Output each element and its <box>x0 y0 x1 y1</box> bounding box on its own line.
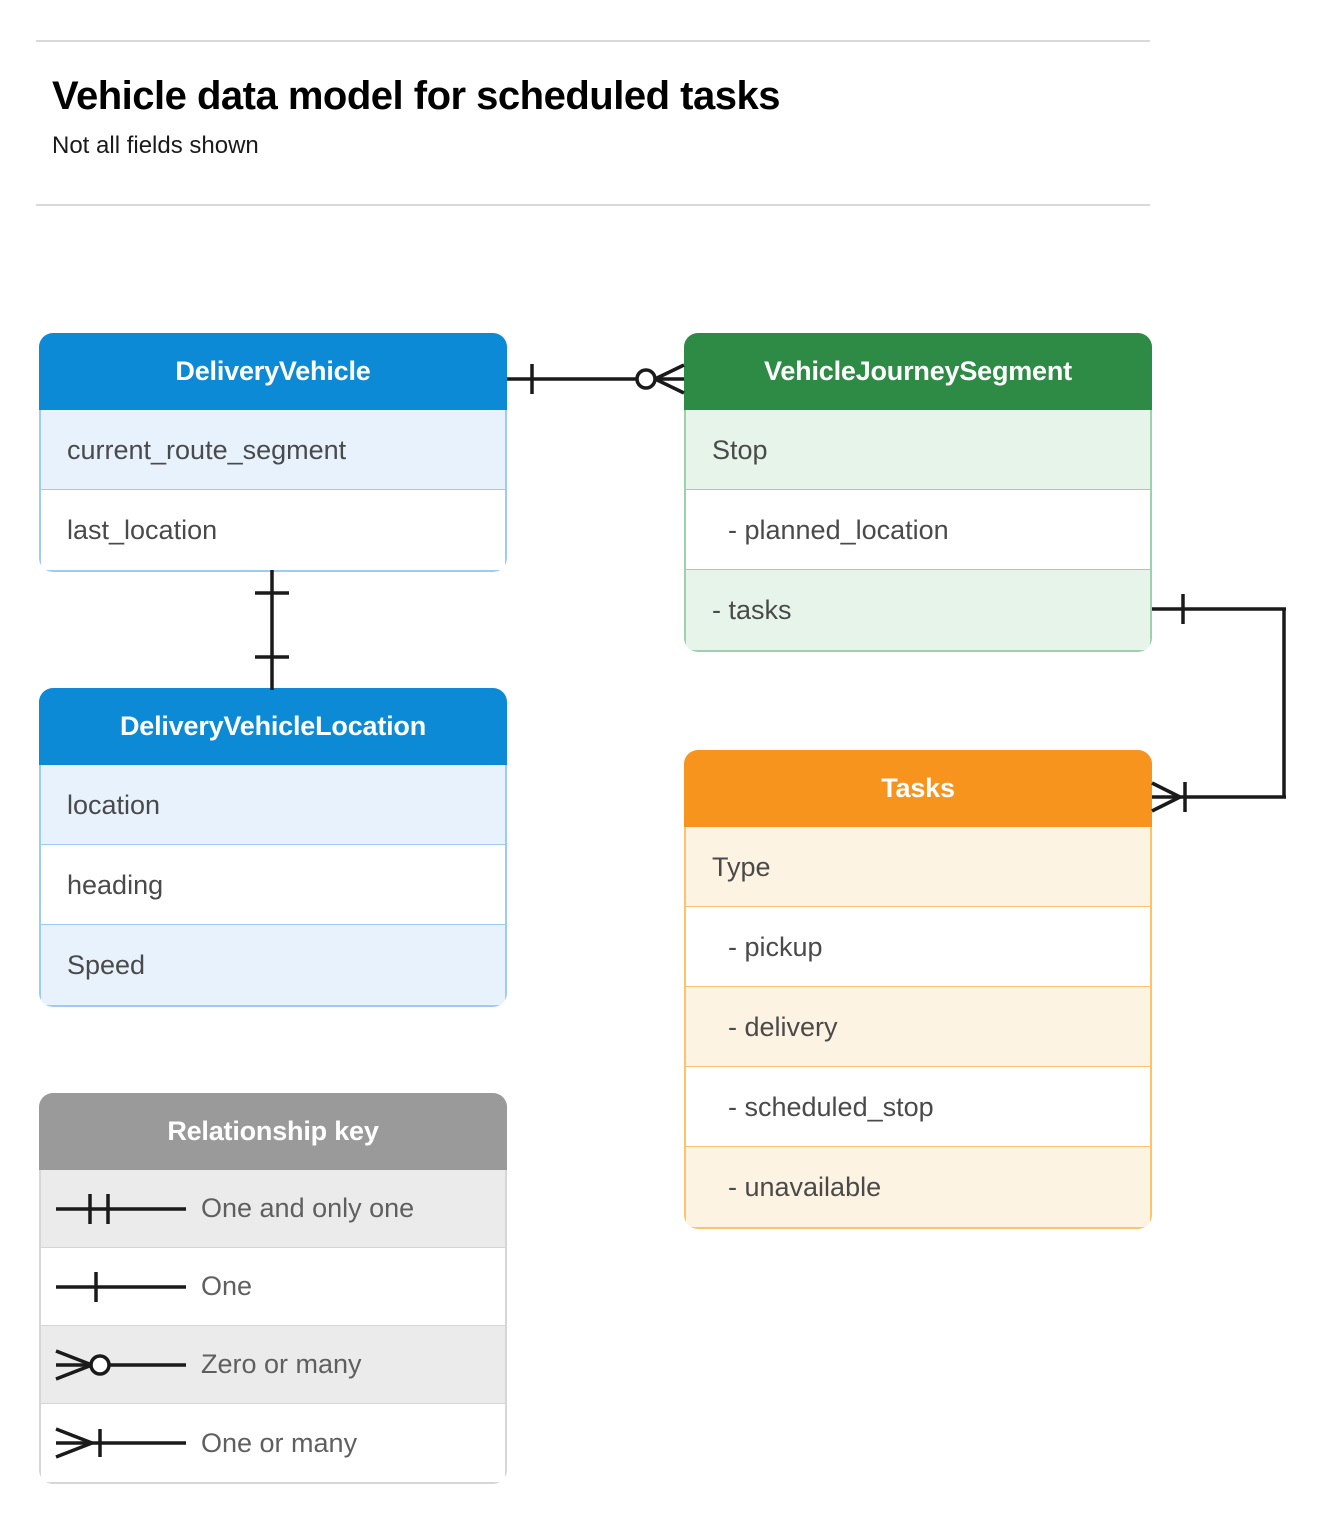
entity-tasks-title: Tasks <box>684 750 1152 827</box>
field-row: Type <box>686 827 1150 907</box>
page-subtitle: Not all fields shown <box>52 132 259 159</box>
field-row: - unavailable <box>686 1147 1150 1227</box>
legend-item: One or many <box>41 1404 505 1482</box>
field-row: - planned_location <box>686 490 1150 570</box>
entity-vehicle-journey-segment-title: VehicleJourneySegment <box>684 333 1152 410</box>
entity-tasks[interactable]: Tasks Type - pickup - delivery - schedul… <box>684 750 1152 1229</box>
legend-item-label: One <box>201 1271 253 1301</box>
field-row: - tasks <box>686 570 1150 650</box>
header-divider-top <box>36 40 1150 42</box>
entity-delivery-vehicle-location-fields: location heading Speed <box>39 765 507 1007</box>
field-row: current_route_segment <box>41 410 505 490</box>
one-or-many-icon <box>41 1423 201 1463</box>
one-icon <box>41 1267 201 1307</box>
connector-delivery-vehicle-to-vehicle-location <box>255 570 289 690</box>
field-row: location <box>41 765 505 845</box>
field-row: - delivery <box>686 987 1150 1067</box>
header-divider-bottom <box>36 204 1150 206</box>
legend-item-label: Zero or many <box>201 1349 362 1379</box>
legend-item: One and only one <box>41 1170 505 1248</box>
legend-rows: One and only one One Zero <box>39 1170 507 1484</box>
field-row: Speed <box>41 925 505 1005</box>
field-row: heading <box>41 845 505 925</box>
legend-title: Relationship key <box>39 1093 507 1170</box>
legend-item: Zero or many <box>41 1326 505 1404</box>
legend-item-label: One or many <box>201 1427 358 1458</box>
page-title: Vehicle data model for scheduled tasks <box>52 74 780 118</box>
entity-vehicle-journey-segment-fields: Stop - planned_location - tasks <box>684 410 1152 652</box>
field-row: - pickup <box>686 907 1150 987</box>
field-row: - scheduled_stop <box>686 1067 1150 1147</box>
one-and-only-one-icon <box>41 1189 201 1229</box>
legend-item: One <box>41 1248 505 1326</box>
legend-relationship-key[interactable]: Relationship key One and only one One <box>39 1093 507 1484</box>
entity-delivery-vehicle[interactable]: DeliveryVehicle current_route_segment la… <box>39 333 507 572</box>
field-row: last_location <box>41 490 505 570</box>
entity-delivery-vehicle-location-title: DeliveryVehicleLocation <box>39 688 507 765</box>
legend-item-label: One and only one <box>201 1193 415 1223</box>
entity-tasks-fields: Type - pickup - delivery - scheduled_sto… <box>684 827 1152 1229</box>
entity-delivery-vehicle-location[interactable]: DeliveryVehicleLocation location heading… <box>39 688 507 1007</box>
connector-delivery-vehicle-to-journey-segment <box>507 363 685 395</box>
zero-or-many-icon <box>41 1345 201 1385</box>
entity-delivery-vehicle-title: DeliveryVehicle <box>39 333 507 410</box>
entity-vehicle-journey-segment[interactable]: VehicleJourneySegment Stop - planned_loc… <box>684 333 1152 652</box>
field-row: Stop <box>686 410 1150 490</box>
connector-journey-segment-tasks-to-tasks <box>1151 594 1286 813</box>
entity-delivery-vehicle-fields: current_route_segment last_location <box>39 410 507 572</box>
